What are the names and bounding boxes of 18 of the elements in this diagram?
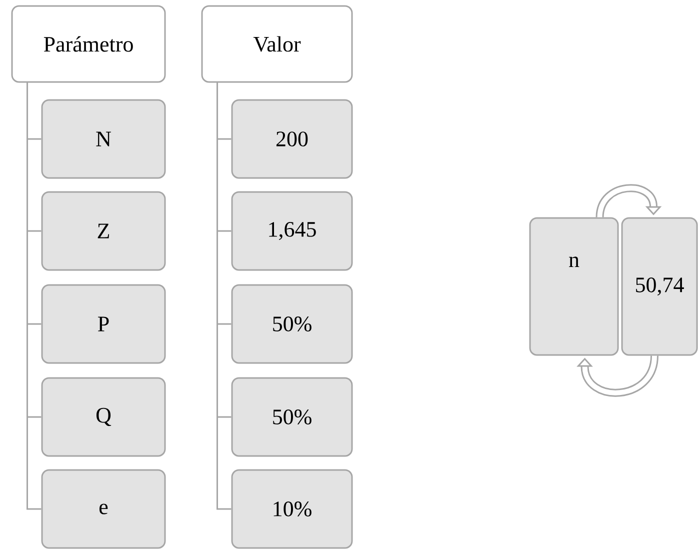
parameter-box: 1,645 xyxy=(231,191,353,271)
parameter-box: 10% xyxy=(231,469,353,549)
value-box: n xyxy=(529,217,619,356)
cycle-arrow xyxy=(576,355,658,397)
parameter-box: N xyxy=(41,99,166,179)
header-box: Valor xyxy=(201,5,353,83)
connector-line xyxy=(216,82,232,510)
parameter-box: 200 xyxy=(231,99,353,179)
parameter-box: 50% xyxy=(231,377,353,457)
header-box: Parámetro xyxy=(11,5,166,83)
parameter-box: Q xyxy=(41,377,166,457)
parameter-box: Z xyxy=(41,191,166,271)
parameter-box: P xyxy=(41,284,166,364)
value-box: 50,74 xyxy=(621,217,698,356)
cycle-arrow xyxy=(596,184,662,218)
parameter-box: e xyxy=(41,469,166,549)
parameter-box: 50% xyxy=(231,284,353,364)
connector-line xyxy=(26,82,42,510)
